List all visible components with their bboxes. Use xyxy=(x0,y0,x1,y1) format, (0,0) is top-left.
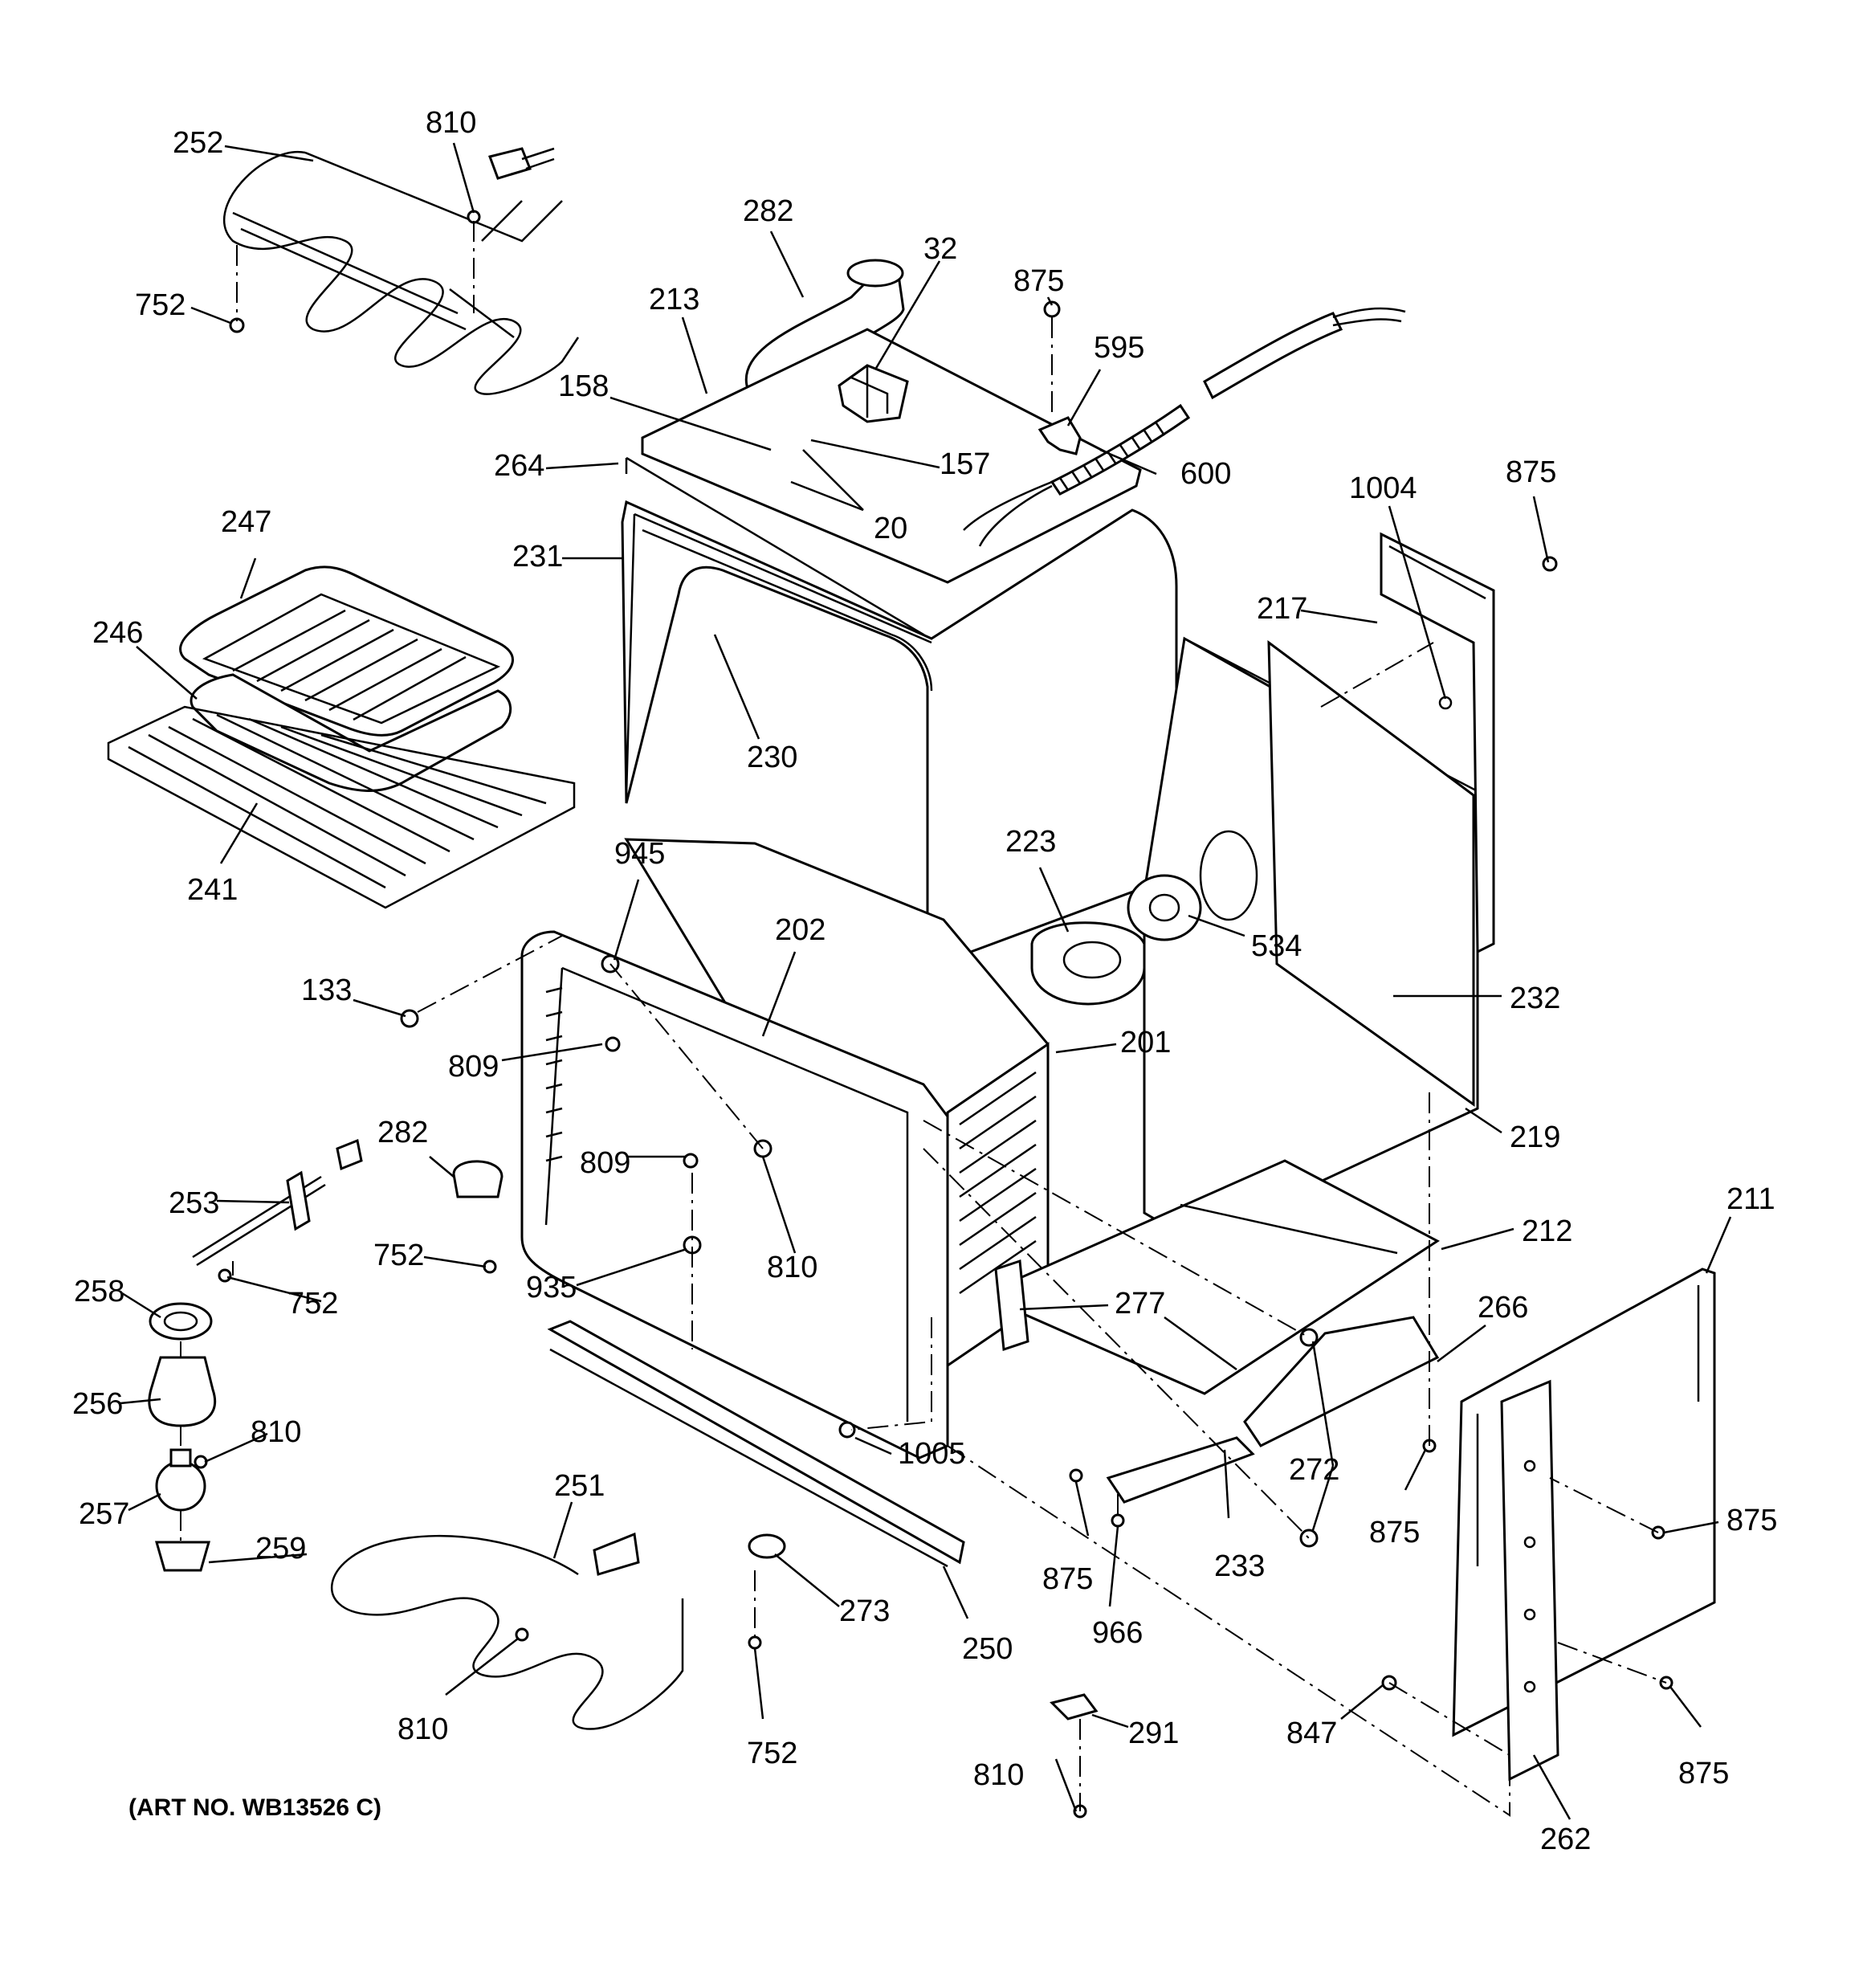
callout-875: 875 xyxy=(1013,264,1064,298)
callout-875: 875 xyxy=(1678,1757,1729,1790)
callout-32: 32 xyxy=(923,232,957,266)
callout-252: 252 xyxy=(173,126,223,160)
callout-241: 241 xyxy=(187,873,238,907)
callout-259: 259 xyxy=(255,1532,306,1565)
callout-875: 875 xyxy=(1369,1516,1420,1549)
callout-277: 277 xyxy=(1115,1287,1165,1321)
callout-219: 219 xyxy=(1510,1121,1560,1154)
callout-875: 875 xyxy=(1042,1562,1093,1596)
kick-trim-part xyxy=(547,1320,965,1568)
broil-element-part xyxy=(222,147,580,395)
callout-251: 251 xyxy=(554,1469,605,1503)
callout-810: 810 xyxy=(426,106,476,140)
callout-250: 250 xyxy=(962,1632,1013,1666)
callout-262: 262 xyxy=(1540,1823,1591,1856)
callout-258: 258 xyxy=(74,1275,124,1308)
callout-157: 157 xyxy=(940,447,990,481)
assembly-guide-lines xyxy=(180,221,1667,1817)
oven-wrapper-part xyxy=(621,500,1178,970)
callout-257: 257 xyxy=(79,1497,129,1531)
callout-600: 600 xyxy=(1180,457,1231,491)
callout-201: 201 xyxy=(1120,1026,1171,1059)
callout-282: 282 xyxy=(377,1116,428,1149)
callout-223: 223 xyxy=(1005,825,1056,859)
power-cord-part xyxy=(963,307,1406,547)
callout-875: 875 xyxy=(1726,1504,1777,1537)
hinge-rail-part xyxy=(1380,532,1495,954)
callout-232: 232 xyxy=(1510,982,1560,1015)
art-number: (ART NO. WB13526 C) xyxy=(128,1794,381,1821)
callout-264: 264 xyxy=(494,449,544,483)
oven-rack-part xyxy=(107,705,576,909)
callout-291: 291 xyxy=(1128,1717,1179,1750)
callout-945: 945 xyxy=(614,837,665,871)
callout-282: 282 xyxy=(743,194,793,228)
small-hardware-parts xyxy=(194,210,1673,1819)
callout-230: 230 xyxy=(747,741,797,774)
callout-810: 810 xyxy=(397,1712,448,1746)
callout-752: 752 xyxy=(747,1737,797,1770)
callout-20: 20 xyxy=(874,512,907,545)
support-rail-part xyxy=(1106,1316,1440,1504)
cord-clamp-part xyxy=(1037,416,1082,455)
side-trim-panel-part xyxy=(1452,1268,1716,1737)
callout-1004: 1004 xyxy=(1349,471,1417,505)
callout-810: 810 xyxy=(251,1415,301,1449)
callout-875: 875 xyxy=(1506,455,1556,489)
callout-1005: 1005 xyxy=(898,1437,966,1471)
callout-233: 233 xyxy=(1214,1549,1265,1583)
callout-847: 847 xyxy=(1286,1717,1337,1750)
callout-534: 534 xyxy=(1251,929,1302,963)
callout-247: 247 xyxy=(221,505,271,539)
callout-935: 935 xyxy=(526,1271,577,1304)
side-panel-part xyxy=(1267,639,1475,1107)
fan-motor-part xyxy=(838,364,909,423)
callout-752: 752 xyxy=(287,1287,338,1321)
oven-cavity-part xyxy=(520,838,1050,1459)
callout-212: 212 xyxy=(1522,1214,1572,1248)
temperature-sensor-part xyxy=(192,1138,363,1267)
callout-211: 211 xyxy=(1726,1182,1775,1216)
callout-810: 810 xyxy=(973,1758,1024,1792)
callout-810: 810 xyxy=(767,1251,817,1284)
callout-266: 266 xyxy=(1478,1291,1528,1325)
callout-752: 752 xyxy=(373,1239,424,1272)
callout-752: 752 xyxy=(135,288,185,322)
lamp-socket-part xyxy=(148,1356,217,1427)
callout-272: 272 xyxy=(1289,1453,1339,1487)
broiler-pan-part xyxy=(190,673,512,792)
callout-273: 273 xyxy=(839,1594,890,1628)
callout-809: 809 xyxy=(448,1050,499,1084)
callout-966: 966 xyxy=(1092,1616,1143,1650)
callout-246: 246 xyxy=(92,616,143,650)
callout-809: 809 xyxy=(580,1146,630,1180)
callout-158: 158 xyxy=(558,369,609,403)
blower-housing-part xyxy=(1030,921,1146,1006)
callout-213: 213 xyxy=(649,283,699,316)
callout-133: 133 xyxy=(301,974,352,1007)
bake-element-part xyxy=(331,1532,684,1730)
lamp-lens-part xyxy=(155,1541,210,1572)
callout-217: 217 xyxy=(1257,592,1307,626)
front-trim-panel-part xyxy=(1500,1379,1559,1782)
callout-595: 595 xyxy=(1094,331,1144,365)
blower-wheel-part xyxy=(1127,874,1202,941)
leader-lines xyxy=(120,142,1732,1820)
callout-256: 256 xyxy=(72,1387,123,1421)
callout-253: 253 xyxy=(169,1186,219,1220)
callout-202: 202 xyxy=(775,913,826,947)
callout-231: 231 xyxy=(512,540,563,574)
lamp-gasket-part xyxy=(149,1302,213,1341)
callout-labels: 252 810 752 282 32 875 213 595 158 157 2… xyxy=(72,106,1777,1856)
